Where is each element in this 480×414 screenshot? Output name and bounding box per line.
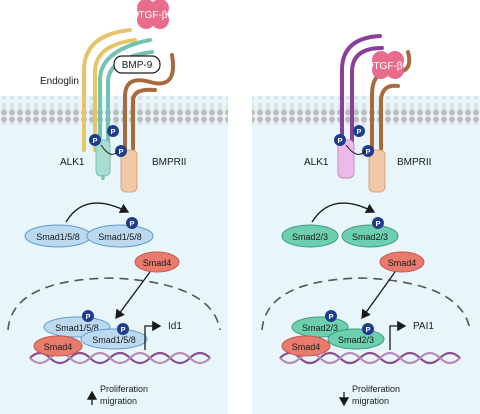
cytoplasm-right <box>252 96 480 414</box>
svg-text:P: P <box>120 325 125 334</box>
svg-text:Smad2/3: Smad2/3 <box>292 232 328 242</box>
svg-text:P: P <box>328 312 333 321</box>
left-panel: TGF-β BMP-9 Endoglin P P <box>0 0 228 414</box>
svg-text:Smad4: Smad4 <box>44 342 73 352</box>
nuc-smad23-top <box>291 316 349 338</box>
svg-text:P: P <box>356 127 361 136</box>
alk1-label-right: ALK1 <box>304 157 329 168</box>
bmp9-ligand: BMP-9 <box>113 55 161 74</box>
nuc-smad158-bottom <box>80 328 148 350</box>
smad23-unphos <box>281 224 339 248</box>
endoglin-label: Endoglin <box>40 76 79 87</box>
tgfb-label-right: TGF-β <box>373 61 402 72</box>
svg-text:Smad1/5/8: Smad1/5/8 <box>55 323 99 333</box>
outcome-right-line2: migration <box>352 396 389 406</box>
bmprii-label-right: BMPRII <box>397 157 431 168</box>
svg-text:P: P <box>118 147 123 156</box>
smad158-phos <box>86 224 154 248</box>
alk1-kinase-left <box>95 139 111 177</box>
svg-text:Smad1/5/8: Smad1/5/8 <box>92 335 136 345</box>
outcome-right-line1: Proliferation <box>352 384 400 394</box>
tgfb-ligand-right: TGF-β <box>372 51 404 79</box>
alk1-label-left: ALK1 <box>60 157 85 168</box>
endoglin-receptor <box>82 28 137 152</box>
svg-text:P: P <box>110 127 115 136</box>
nuclear-import-arrow-right <box>361 271 396 320</box>
bmprii-kinase-right <box>368 149 386 193</box>
target-gene-right: PAI1 <box>413 321 434 332</box>
right-panel: TGF-β P P P ALK1 BMPRII Smad2/3 Smad2/3 … <box>252 34 480 414</box>
tgfb-label-left: TGF-β <box>138 10 167 21</box>
svg-text:Smad2/3: Smad2/3 <box>302 323 338 333</box>
smad4-cytoplasm-left <box>134 251 180 273</box>
svg-text:Smad2/3: Smad2/3 <box>352 232 388 242</box>
membrane-right <box>252 96 480 125</box>
phosphorylation-arrow-left <box>65 202 130 223</box>
cytoplasm-left <box>0 96 228 414</box>
svg-text:Smad2/3: Smad2/3 <box>338 335 374 345</box>
outcome-left-line2: migration <box>100 396 137 406</box>
phospho-group-right: P P P <box>334 125 374 157</box>
smad23-phos <box>341 224 399 248</box>
transcription-arrow-right <box>389 320 407 350</box>
smad4-cytoplasm-right <box>379 251 425 273</box>
target-gene-left: Id1 <box>168 321 182 332</box>
nucleus-envelope-right <box>261 277 471 331</box>
nuclear-import-arrow-left <box>115 271 151 320</box>
svg-text:P: P <box>365 325 370 334</box>
svg-text:Smad4: Smad4 <box>143 258 172 268</box>
svg-text:P: P <box>365 147 370 156</box>
tgfb-ligand-left: TGF-β <box>137 0 169 29</box>
nuc-smad4-left <box>33 335 83 357</box>
svg-text:P: P <box>129 219 134 228</box>
svg-text:P: P <box>92 136 97 145</box>
phosphorylation-arrow-right <box>311 202 376 223</box>
bmprii-label-left: BMPRII <box>152 157 186 168</box>
bmprii-kinase-left <box>120 149 138 193</box>
bmprii-strands-left <box>123 53 175 162</box>
svg-text:Smad1/5/8: Smad1/5/8 <box>36 232 80 242</box>
svg-text:P: P <box>337 136 342 145</box>
bmp9-label: BMP-9 <box>122 60 153 71</box>
nucleus-envelope-left <box>7 277 221 331</box>
outcome-left-line1: Proliferation <box>100 384 148 394</box>
svg-text:P: P <box>375 219 380 228</box>
phospho-group: P P P <box>89 125 127 157</box>
nuc-smad4-right <box>281 335 331 357</box>
svg-text:Smad4: Smad4 <box>292 342 321 352</box>
svg-text:P: P <box>85 312 90 321</box>
membrane-left <box>0 96 228 125</box>
transcription-arrow-left <box>144 320 162 350</box>
svg-text:Smad4: Smad4 <box>388 258 417 268</box>
alk1-strands-right <box>340 34 384 152</box>
svg-text:Smad1/5/8: Smad1/5/8 <box>98 232 142 242</box>
